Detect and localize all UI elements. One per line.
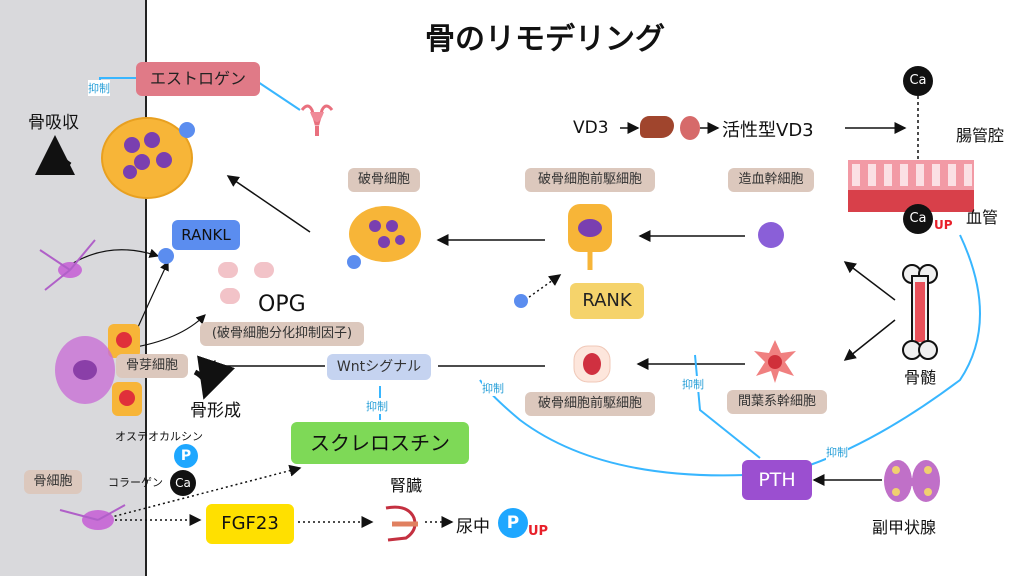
up-label-vessel: UP bbox=[934, 218, 953, 232]
kidney-label: 腎臓 bbox=[390, 476, 423, 495]
mesenchymal-stem-icon bbox=[752, 338, 798, 384]
pth-box: PTH bbox=[742, 460, 812, 500]
sclerostin-box: スクレロスチン bbox=[291, 422, 469, 464]
osteocyte-cells-icon bbox=[30, 220, 130, 540]
up-label-urine: UP bbox=[528, 524, 549, 539]
vd3-label: VD3 bbox=[573, 118, 609, 138]
intestine-label: 腸管腔 bbox=[956, 126, 1005, 145]
active-vd3-label: 活性型VD3 bbox=[722, 120, 814, 141]
osteocalcin-label: オステオカルシン bbox=[115, 430, 203, 443]
osteocyte-label: 骨細胞 bbox=[24, 470, 82, 494]
osteoblast-precursor-icon bbox=[572, 344, 612, 384]
osteoblast-icon bbox=[104, 320, 144, 420]
bone-formation-label: 骨形成 bbox=[190, 401, 241, 421]
hematopoietic-stem-icon bbox=[758, 222, 784, 248]
kidney-small-icon bbox=[680, 116, 700, 140]
estrogen-box: エストロゲン bbox=[136, 62, 260, 96]
bone-resorption-label: 骨吸収 bbox=[28, 113, 79, 133]
intestine-wall-icon bbox=[846, 150, 976, 222]
wnt-signal-box: Wntシグナル bbox=[327, 354, 431, 380]
ca-circle-icon-collagen: Ca bbox=[170, 470, 196, 496]
femur-bone-icon bbox=[900, 262, 940, 362]
opg-icon bbox=[210, 258, 280, 308]
ca-circle-icon-top: Ca bbox=[903, 66, 933, 96]
page-title: 骨のリモデリング bbox=[425, 22, 665, 57]
opg-label: OPG bbox=[258, 292, 306, 317]
p-circle-icon: P bbox=[174, 444, 198, 468]
liver-icon bbox=[640, 116, 674, 138]
osteoblast-precursor-label: 破骨細胞前駆細胞 bbox=[525, 392, 655, 416]
osteoclast-precursor-label-top: 破骨細胞前駆細胞 bbox=[525, 168, 655, 192]
hematopoietic-stem-label: 造血幹細胞 bbox=[728, 168, 814, 192]
urine-label: 尿中 bbox=[456, 517, 490, 537]
osteoclast-large-icon bbox=[92, 100, 202, 210]
uterus-icon bbox=[296, 98, 338, 140]
bone-marrow-label: 骨髄 bbox=[904, 368, 937, 387]
sclerostin-inhibit-label: 抑制 bbox=[366, 398, 388, 414]
rank-receptor-icon bbox=[514, 294, 528, 308]
osteoclast-label: 破骨細胞 bbox=[348, 168, 420, 192]
ca-circle-icon-vessel: Ca bbox=[903, 204, 933, 234]
mesenchymal-stem-label: 間葉系幹細胞 bbox=[727, 390, 827, 414]
opg-sub-label: (破骨細胞分化抑制因子) bbox=[200, 322, 364, 346]
fgf23-box: FGF23 bbox=[206, 504, 294, 544]
pth-inhibit-label-3: 抑制 bbox=[826, 444, 848, 460]
blood-vessel-label: 血管 bbox=[966, 208, 999, 227]
collagen-label: コラーゲン bbox=[108, 476, 163, 489]
rankl-ligand-icon bbox=[158, 248, 174, 264]
osteoclast-icon bbox=[340, 196, 430, 274]
p-circle-icon-urine: P bbox=[498, 508, 528, 538]
pth-inhibit-label-1: 抑制 bbox=[482, 380, 504, 396]
osteoclast-precursor-icon bbox=[560, 196, 620, 276]
kidney-icon bbox=[378, 500, 426, 548]
rank-box: RANK bbox=[570, 283, 644, 319]
osteoblast-label: 骨芽細胞 bbox=[116, 354, 188, 378]
parathyroid-icon bbox=[882, 458, 942, 504]
pth-inhibit-label-2: 抑制 bbox=[682, 376, 704, 392]
parathyroid-label: 副甲状腺 bbox=[872, 518, 937, 537]
estrogen-inhibit-label: 抑制 bbox=[88, 80, 110, 96]
rankl-box: RANKL bbox=[172, 220, 240, 250]
